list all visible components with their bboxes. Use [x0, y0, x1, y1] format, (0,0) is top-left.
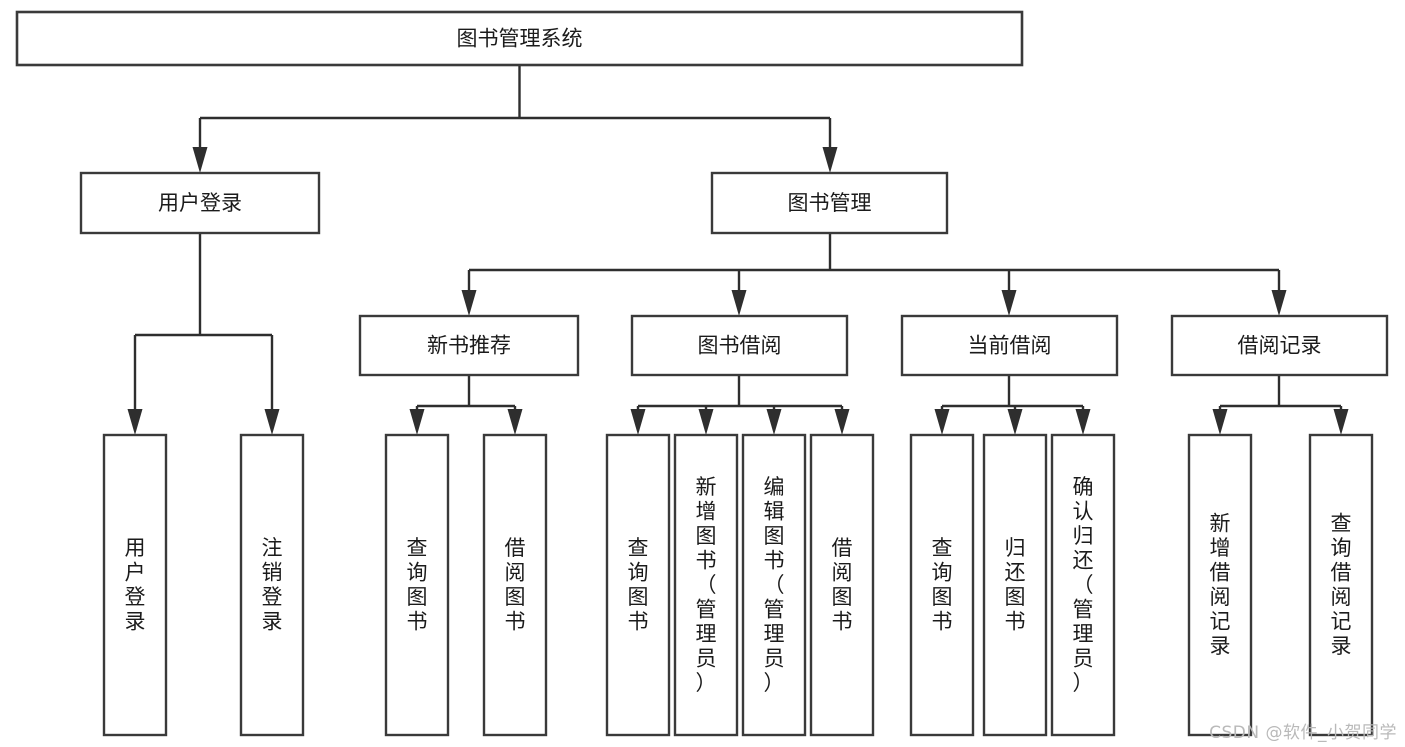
arrow-head-icon — [731, 290, 747, 316]
arrow-head-icon — [409, 409, 425, 435]
node-borrow-record-box[interactable] — [1170, 314, 1389, 377]
arrow-head-icon — [1007, 409, 1023, 435]
node-borrow-record[interactable]: 借阅记录 — [1170, 314, 1389, 377]
node-new-book-recommend[interactable]: 新书推荐 — [358, 314, 580, 377]
node-leaf-confirm-return-label: 确认归还（管理员） — [1073, 475, 1094, 695]
node-leaf-query-book-2-label: 查询图书 — [628, 536, 649, 634]
watermark-label: CSDN @软件_小贺同学 — [1209, 723, 1397, 743]
node-leaf-borrow-book-1[interactable]: 借阅图书 — [482, 433, 548, 737]
arrow-head-icon — [766, 409, 782, 435]
node-leaf-borrow-book-2[interactable]: 借阅图书 — [809, 433, 875, 737]
node-leaf-add-book[interactable]: 新增图书（管理员） — [673, 433, 739, 737]
node-book-manage-label: 图书管理 — [788, 191, 872, 215]
node-leaf-add-book-box[interactable] — [673, 433, 739, 737]
node-current-borrow-label: 当前借阅 — [968, 334, 1052, 358]
node-borrow-record-label: 借阅记录 — [1238, 334, 1322, 358]
node-user-login-label: 用户登录 — [158, 191, 242, 215]
node-leaf-query-record-box[interactable] — [1308, 433, 1374, 737]
arrow-head-icon — [1001, 290, 1017, 316]
node-root[interactable]: 图书管理系统 — [15, 10, 1024, 67]
node-leaf-query-book-2-box[interactable] — [605, 433, 671, 737]
node-book-borrow[interactable]: 图书借阅 — [630, 314, 849, 377]
node-user-login[interactable]: 用户登录 — [79, 171, 321, 235]
arrow-head-icon — [507, 409, 523, 435]
arrow-head-icon — [461, 290, 477, 316]
node-current-borrow-box[interactable] — [900, 314, 1119, 377]
node-leaf-user-login[interactable]: 用户登录 — [102, 433, 168, 737]
node-leaf-query-book-3-box[interactable] — [909, 433, 975, 737]
node-leaf-user-logout[interactable]: 注销登录 — [239, 433, 305, 737]
node-leaf-query-record-label: 查询借阅记录 — [1331, 512, 1352, 659]
arrow-head-icon — [630, 409, 646, 435]
node-leaf-query-book-2[interactable]: 查询图书 — [605, 433, 671, 737]
arrow-head-icon — [822, 147, 838, 173]
node-leaf-return-book-box[interactable] — [982, 433, 1048, 737]
node-leaf-user-login-label: 用户登录 — [125, 536, 146, 634]
arrow-head-icon — [1333, 409, 1349, 435]
node-leaf-add-book-label: 新增图书（管理员） — [696, 475, 717, 695]
node-leaf-query-record[interactable]: 查询借阅记录 — [1308, 433, 1374, 737]
node-book-borrow-label: 图书借阅 — [698, 334, 782, 358]
node-leaf-add-record-box[interactable] — [1187, 433, 1253, 737]
node-book-manage[interactable]: 图书管理 — [710, 171, 949, 235]
arrow-head-icon — [698, 409, 714, 435]
node-leaf-add-record[interactable]: 新增借阅记录 — [1187, 433, 1253, 737]
node-new-book-recommend-label: 新书推荐 — [427, 334, 511, 358]
node-current-borrow[interactable]: 当前借阅 — [900, 314, 1119, 377]
node-root-label: 图书管理系统 — [457, 27, 583, 51]
node-leaf-query-book-1-box[interactable] — [384, 433, 450, 737]
node-new-book-recommend-box[interactable] — [358, 314, 580, 377]
node-leaf-return-book-label: 归还图书 — [1005, 536, 1026, 634]
arrow-head-icon — [934, 409, 950, 435]
node-leaf-query-book-3[interactable]: 查询图书 — [909, 433, 975, 737]
node-leaf-borrow-book-1-box[interactable] — [482, 433, 548, 737]
arrow-head-icon — [127, 409, 143, 435]
node-book-borrow-box[interactable] — [630, 314, 849, 377]
node-book-manage-box[interactable] — [710, 171, 949, 235]
arrow-head-icon — [834, 409, 850, 435]
node-leaf-borrow-book-2-box[interactable] — [809, 433, 875, 737]
arrow-head-icon — [1271, 290, 1287, 316]
node-user-login-box[interactable] — [79, 171, 321, 235]
node-root-box[interactable] — [15, 10, 1024, 67]
node-leaf-confirm-return-box[interactable] — [1050, 433, 1116, 737]
node-leaf-query-book-3-label: 查询图书 — [932, 536, 953, 634]
node-leaf-user-logout-label: 注销登录 — [262, 536, 283, 634]
node-leaf-add-record-label: 新增借阅记录 — [1210, 512, 1231, 659]
node-leaf-query-book-1-label: 查询图书 — [407, 536, 428, 634]
node-leaf-return-book[interactable]: 归还图书 — [982, 433, 1048, 737]
node-leaf-borrow-book-2-label: 借阅图书 — [832, 536, 853, 634]
arrow-head-icon — [264, 409, 280, 435]
node-leaf-user-login-box[interactable] — [102, 433, 168, 737]
arrow-head-icon — [1212, 409, 1228, 435]
node-leaf-edit-book-label: 编辑图书（管理员） — [764, 475, 785, 695]
node-leaf-user-logout-box[interactable] — [239, 433, 305, 737]
node-leaf-edit-book[interactable]: 编辑图书（管理员） — [741, 433, 807, 737]
arrow-head-icon — [1075, 409, 1091, 435]
node-leaf-query-book-1[interactable]: 查询图书 — [384, 433, 450, 737]
node-leaf-confirm-return[interactable]: 确认归还（管理员） — [1050, 433, 1116, 737]
node-leaf-borrow-book-1-label: 借阅图书 — [505, 536, 526, 634]
arrow-head-icon — [192, 147, 208, 173]
node-leaf-edit-book-box[interactable] — [741, 433, 807, 737]
